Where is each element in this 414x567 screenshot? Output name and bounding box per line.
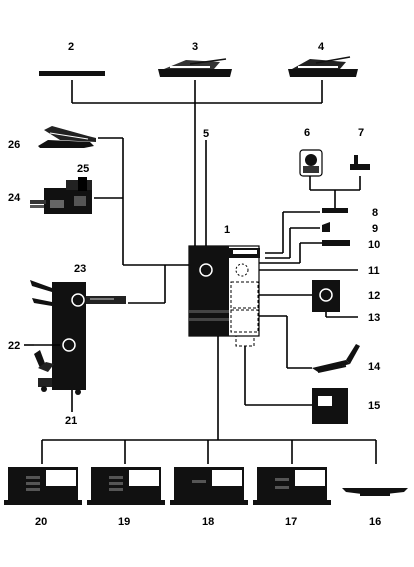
callout-3: 3 <box>192 41 198 53</box>
authentication-unit-6 <box>299 149 323 177</box>
callout-23: 23 <box>74 263 86 275</box>
finisher-21 <box>30 280 126 412</box>
callout-7: 7 <box>358 127 364 139</box>
paper-tray-unit-20 <box>4 467 82 505</box>
callout-19: 19 <box>118 516 130 528</box>
callout-4: 4 <box>318 41 325 53</box>
job-separator-26 <box>38 126 96 148</box>
callout-9: 9 <box>372 223 378 235</box>
option-unit-15 <box>312 388 348 424</box>
option-kit-8 <box>322 208 348 213</box>
callout-25: 25 <box>77 163 89 175</box>
callout-labels: 1 2 3 4 5 6 7 8 9 10 11 12 13 14 15 16 1… <box>8 41 381 528</box>
finisher-unit-24 <box>30 177 92 214</box>
finisher-tray-22 <box>24 344 60 372</box>
main-unit <box>188 245 260 347</box>
callout-24: 24 <box>8 192 21 204</box>
callout-13: 13 <box>368 312 380 324</box>
callout-10: 10 <box>368 239 380 251</box>
callout-22: 22 <box>8 340 20 352</box>
callout-26: 26 <box>8 139 20 151</box>
paper-tray-unit-19 <box>87 467 165 505</box>
option-unit-14 <box>312 344 360 373</box>
document-feeder-3 <box>158 58 232 77</box>
paper-tray-unit-18 <box>170 467 248 505</box>
callout-16: 16 <box>369 516 381 528</box>
option-kit-9 <box>322 222 330 232</box>
callout-2: 2 <box>68 41 74 53</box>
callout-12: 12 <box>368 290 380 302</box>
card-reader-7 <box>350 155 370 170</box>
callout-8: 8 <box>372 207 378 219</box>
callout-17: 17 <box>285 516 297 528</box>
paper-tray-unit-17 <box>253 467 331 505</box>
option-kit-10 <box>322 240 350 246</box>
callout-11: 11 <box>368 265 380 277</box>
callout-20: 20 <box>35 516 47 528</box>
callout-21: 21 <box>65 415 77 427</box>
document-feeder-4 <box>288 56 358 77</box>
original-cover <box>39 71 105 76</box>
callout-1: 1 <box>224 224 230 236</box>
callout-18: 18 <box>202 516 214 528</box>
callout-6: 6 <box>304 127 310 139</box>
desk-16 <box>342 488 408 496</box>
connector-lines <box>41 80 377 464</box>
callout-14: 14 <box>368 361 381 373</box>
callout-15: 15 <box>368 400 380 412</box>
option-unit-12 <box>312 280 340 312</box>
callout-5: 5 <box>203 128 209 140</box>
